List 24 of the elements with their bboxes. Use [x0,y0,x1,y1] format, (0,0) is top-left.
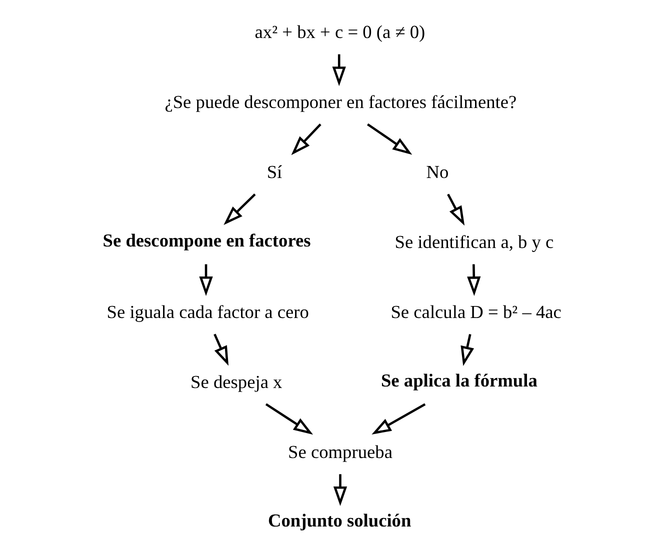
arrow [332,54,346,86]
arrow [460,334,474,366]
node-text: ¿Se puede descomponer en factores fácilmente? [164,92,517,112]
arrow [265,403,314,435]
arrow [366,123,412,155]
arrow [333,474,348,506]
arrow [467,264,481,296]
node-text: Conjunto solución [268,510,412,531]
node-text: Se iguala cada factor a cero [106,302,309,322]
arrow [291,123,322,156]
node-text: Se despeja x [190,372,282,392]
node-text: Se aplica la fórmula [380,370,538,391]
arrow [224,193,256,226]
node-text: Se identifican a, b y c [394,232,554,252]
arrow [447,194,465,226]
arrow [372,403,426,434]
node-text: Se comprueba [288,442,392,462]
arrow [214,334,229,366]
arrow [199,264,213,296]
node-text: Se calcula D = b² – 4ac [390,302,562,322]
node-text: ax² + bx + c = 0 (a ≠ 0) [254,22,426,42]
node-text: No [426,162,449,182]
node-text: Sí [266,162,282,182]
node-text: Se descompone en factores [102,230,311,251]
